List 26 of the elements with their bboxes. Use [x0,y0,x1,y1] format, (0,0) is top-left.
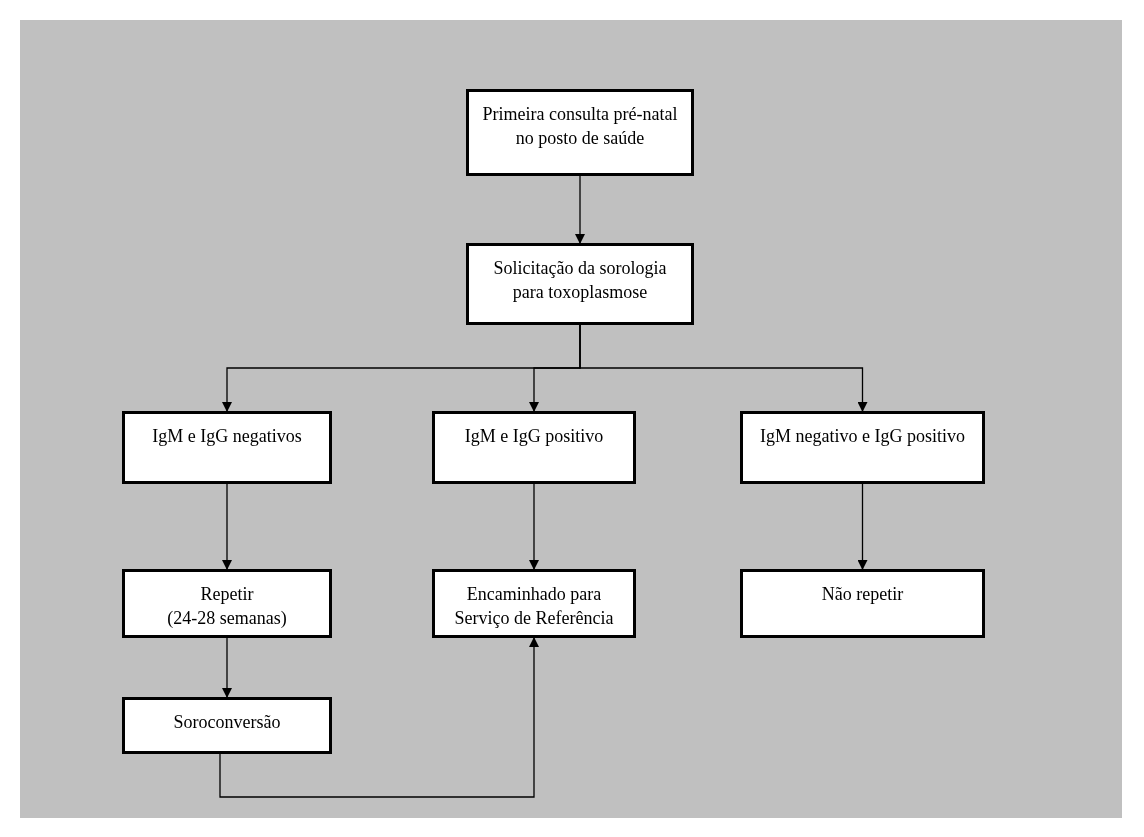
box-text: Primeira consulta pré-natal no posto de saúde [481,103,679,151]
box-text: (24-28 semanas) [167,607,287,631]
process-box [466,89,694,176]
arrow [222,483,232,570]
process-box [122,411,332,484]
box-text: Encaminhado para Serviço de Referência [453,583,615,631]
box-text: Não repetir [821,583,904,606]
arrow [579,324,868,412]
process-box [432,411,636,484]
process-box [432,569,636,638]
box-text: Solicitação da sorologia para toxoplasmose [492,257,668,305]
process-box [740,569,985,638]
process-box [122,697,332,754]
arrow [529,483,539,570]
process-box [122,569,332,638]
box-text: Soroconversão [173,711,281,734]
process-box [466,243,694,325]
arrow [222,637,232,698]
process-box [740,411,985,484]
arrow [219,637,539,798]
arrow [857,483,868,570]
box-text: IgM negativo e IgG positivo [760,425,965,448]
box-text: Repetir [200,583,254,606]
arrow [575,175,585,244]
box-text: IgM e IgG positivo [464,425,604,448]
box-text: IgM e IgG negativos [152,425,302,448]
